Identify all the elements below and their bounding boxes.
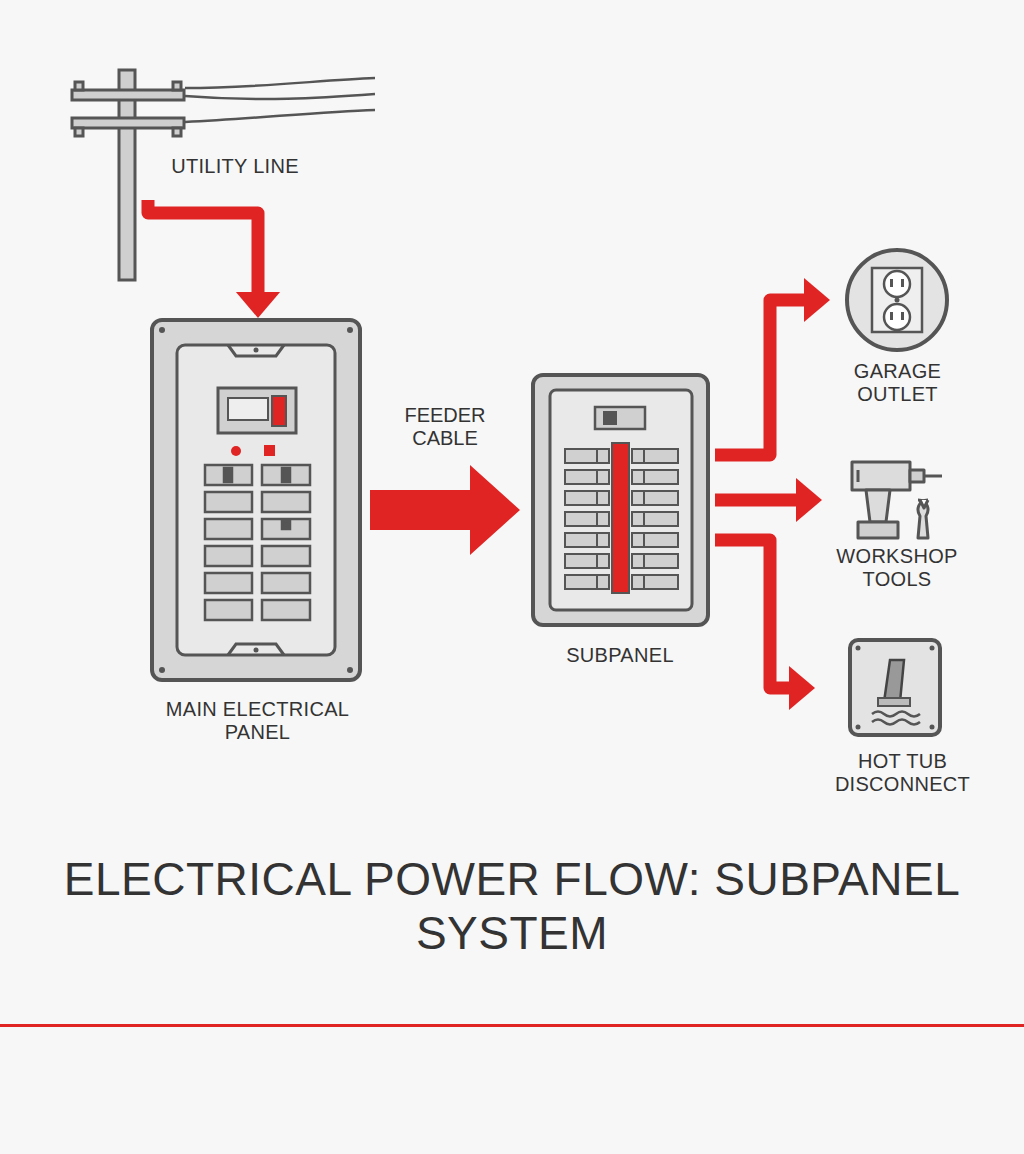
power-arrow (148, 200, 280, 318)
diagram-node: UTILITY LINE (60, 60, 320, 200)
footer-rule (0, 1024, 1024, 1027)
diagram-title: ELECTRICAL POWER FLOW: SUBPANEL SYSTEM (40, 852, 984, 960)
tools-icon (852, 462, 942, 538)
diagram-node: GARAGE OUTLET (830, 248, 965, 410)
node-label: GARAGE OUTLET (830, 360, 965, 406)
subpanel-icon (533, 375, 708, 625)
main-panel-icon (152, 320, 360, 680)
node-label: WORKSHOP TOOLS (822, 545, 972, 591)
utility-pole (72, 70, 375, 280)
disconnect-icon (850, 640, 940, 735)
edge-label: FEEDER CABLE (395, 404, 495, 450)
node-label: HOT TUB DISCONNECT (815, 750, 990, 796)
node-label: UTILITY LINE (160, 155, 310, 178)
diagram-node: WORKSHOP TOOLS (822, 450, 972, 600)
power-arrow (715, 540, 815, 710)
node-label: SUBPANEL (525, 644, 715, 667)
outlet-icon (847, 250, 947, 350)
power-arrow (715, 278, 830, 455)
diagram-node: SUBPANEL (525, 372, 715, 672)
power-arrow (370, 465, 520, 555)
diagram-node: HOT TUB DISCONNECT (815, 635, 990, 805)
node-label: MAIN ELECTRICAL PANEL (140, 698, 375, 744)
power-arrow (715, 478, 822, 522)
diagram-node: MAIN ELECTRICAL PANEL (140, 318, 375, 758)
